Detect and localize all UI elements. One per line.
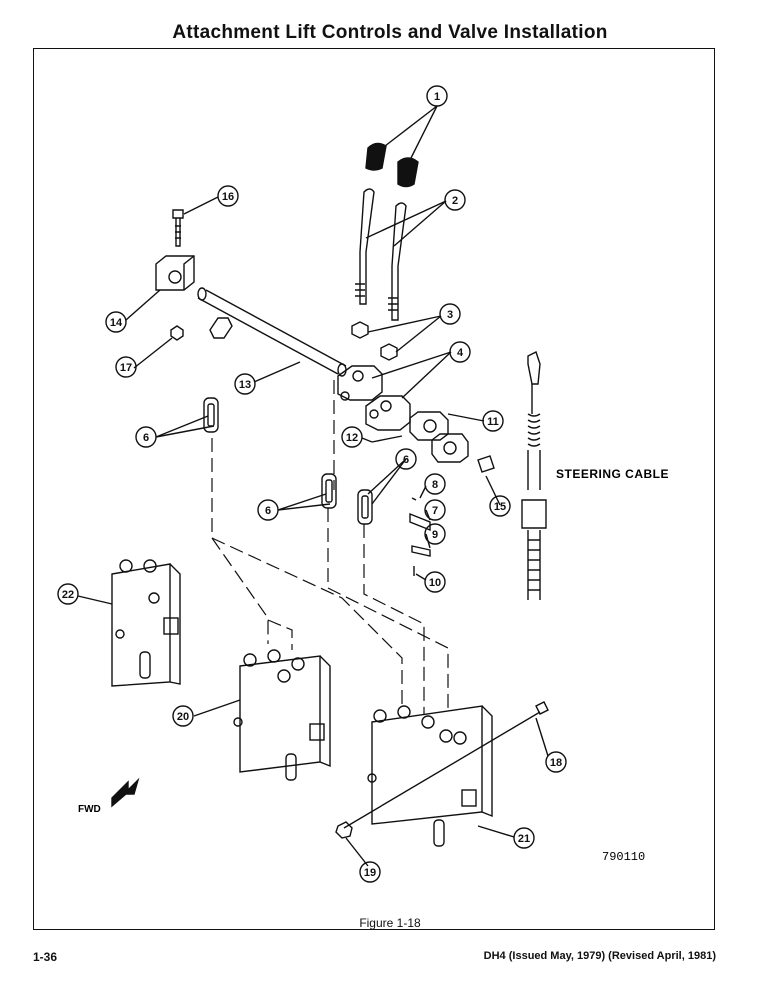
lever-bracket-right xyxy=(365,395,411,431)
cross-shaft xyxy=(197,287,347,377)
valve-section-single xyxy=(111,559,181,687)
callout-21-number: 21 xyxy=(518,833,530,845)
callout-1 xyxy=(426,85,448,107)
callout-7-number: 7 xyxy=(432,505,438,517)
callout-10 xyxy=(424,571,446,593)
callout-10-number: 10 xyxy=(429,577,441,589)
callout-1-number: 1 xyxy=(434,91,440,103)
callout-13-number: 13 xyxy=(239,379,251,391)
lever-right xyxy=(388,202,407,321)
callout-6c xyxy=(395,448,417,470)
figure-frame xyxy=(33,48,715,930)
callout-3-number: 3 xyxy=(447,309,453,321)
callout-4 xyxy=(449,341,471,363)
callout-7 xyxy=(424,499,446,521)
figure-caption: Figure 1-18 xyxy=(359,916,421,930)
mounting-block xyxy=(155,255,195,291)
steering-cable-label: STEERING CABLE xyxy=(556,467,669,481)
steering-cable xyxy=(521,351,547,600)
callout-17-number: 17 xyxy=(120,362,132,374)
callout-11-number: 11 xyxy=(487,416,499,428)
callout-2-number: 2 xyxy=(452,195,458,207)
callout-4-number: 4 xyxy=(457,347,464,359)
callout-6b-number: 6 xyxy=(265,505,271,517)
callout-20 xyxy=(172,705,194,727)
callout-8-number: 8 xyxy=(432,479,438,491)
link-right xyxy=(357,489,373,525)
fwd-label: FWD xyxy=(78,804,101,815)
callout-15-number: 15 xyxy=(494,501,506,513)
callout-12 xyxy=(341,426,363,448)
callout-3 xyxy=(439,303,461,325)
drawing-code: 790110 xyxy=(602,850,645,864)
callout-6c-number: 6 xyxy=(403,454,409,466)
valve-section-double xyxy=(233,649,331,781)
callout-20-number: 20 xyxy=(177,711,189,723)
callout-6a-number: 6 xyxy=(143,432,149,444)
callout-21 xyxy=(513,827,535,849)
control-knob-left xyxy=(365,142,387,171)
callout-14 xyxy=(105,311,127,333)
callout-11 xyxy=(482,410,504,432)
lever-left xyxy=(355,188,375,305)
callout-17 xyxy=(115,356,137,378)
callout-6a xyxy=(135,426,157,448)
page-number: 1-36 xyxy=(33,950,58,964)
control-knob-right xyxy=(397,157,419,188)
callout-2 xyxy=(444,189,466,211)
callout-14-number: 14 xyxy=(110,317,123,329)
bolt xyxy=(172,209,184,247)
callout-9-number: 9 xyxy=(432,529,438,541)
callout-16 xyxy=(217,185,239,207)
callout-19-number: 19 xyxy=(364,867,376,879)
callout-12-number: 12 xyxy=(346,432,358,444)
revision-note: DH4 (Issued May, 1979) (Revised April, 1… xyxy=(483,950,716,962)
callout-15 xyxy=(489,495,511,517)
callout-18-number: 18 xyxy=(550,757,562,769)
callout-22-number: 22 xyxy=(62,589,74,601)
callout-18 xyxy=(545,751,567,773)
callout-16-number: 16 xyxy=(222,191,234,203)
callout-8 xyxy=(424,473,446,495)
clevis xyxy=(409,411,469,463)
link-middle xyxy=(321,473,337,509)
forward-arrow-icon xyxy=(111,777,140,808)
callout-22 xyxy=(57,583,79,605)
callout-6b xyxy=(257,499,279,521)
lever-bracket-left xyxy=(337,365,383,401)
callout-19 xyxy=(359,861,381,883)
callout-9 xyxy=(424,523,446,545)
valve-section-triple xyxy=(367,705,493,847)
callout-13 xyxy=(234,373,256,395)
page-title: Attachment Lift Controls and Valve Insta… xyxy=(172,22,608,43)
